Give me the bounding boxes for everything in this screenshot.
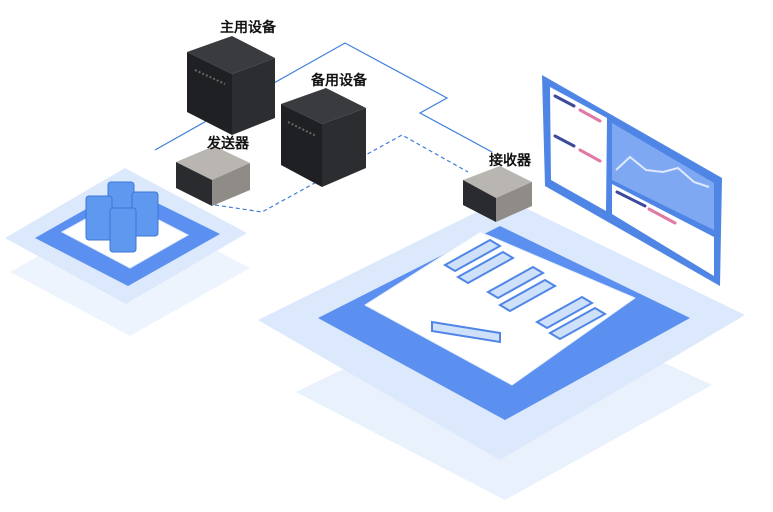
backup-device-icon — [281, 88, 366, 187]
monitor-tags — [553, 94, 677, 225]
source-platform — [5, 168, 250, 336]
chart-line — [615, 155, 710, 188]
server-stack-icon — [85, 181, 159, 253]
platform-core — [364, 231, 636, 386]
dashboard-monitor — [542, 75, 722, 286]
primary-device-icon — [187, 36, 275, 135]
receiver-label: 接收器 — [489, 152, 532, 169]
primary-link-line — [154, 42, 493, 153]
monitor-panel-detail — [612, 184, 714, 276]
transmitter-icon — [176, 146, 250, 206]
primary-device-label: 主用设备 — [220, 19, 277, 36]
receiver-icon — [463, 166, 532, 222]
receiving-platform — [258, 198, 745, 500]
backup-device-label: 备用设备 — [310, 72, 368, 89]
workstation-desks — [431, 238, 607, 344]
transmitter-label: 发送器 — [206, 135, 250, 152]
monitor-panel-chart — [612, 123, 714, 230]
